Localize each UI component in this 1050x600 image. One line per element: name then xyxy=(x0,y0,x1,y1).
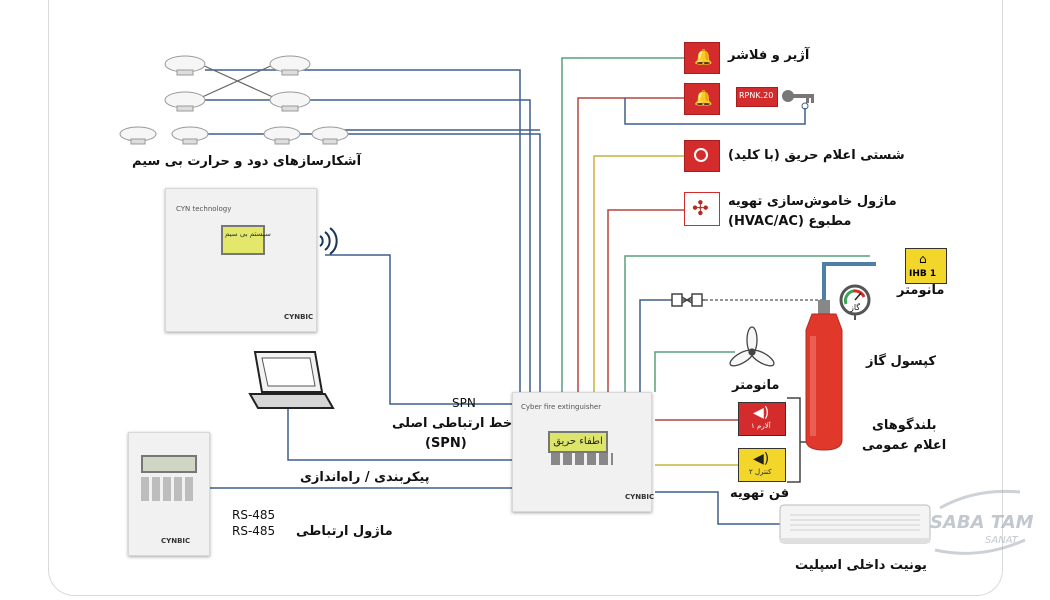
laptop-icon xyxy=(248,351,335,409)
label-spn: SPN xyxy=(452,396,476,410)
main-panel-header: Cyber fire extinguisher xyxy=(521,403,602,411)
label-hvac-module-line2: مطبوع (HVAC/AC) xyxy=(728,214,852,229)
label-fan: فن تهویه xyxy=(730,486,790,501)
main-panel-screen: اطفاء حریق xyxy=(548,431,608,453)
wire-split xyxy=(655,491,780,525)
key-icon xyxy=(782,90,814,103)
solenoid-valve-icon xyxy=(671,293,703,307)
fan-icon: ✣ xyxy=(692,196,709,220)
main-panel-buttons xyxy=(551,453,613,465)
wire-ihb xyxy=(624,255,870,392)
main-panel-screen-text: اطفاء حریق xyxy=(553,436,603,447)
label-wireless-detectors: آشکارسازهای دود و حرارت بی سیم xyxy=(132,154,362,169)
smoke-detector-icon xyxy=(269,55,311,76)
wire-siren-2 xyxy=(577,97,684,392)
wire-siren xyxy=(561,57,684,392)
label-rs485-line2: RS-485 xyxy=(232,524,276,538)
wireless-panel-screen-text: سیستم بی سیم xyxy=(225,230,271,238)
gas-cylinder-icon xyxy=(805,300,843,451)
smoke-detector-icon xyxy=(164,91,206,112)
smoke-detector-icon xyxy=(164,55,206,76)
smoke-detectors xyxy=(119,55,349,145)
diagram-frame xyxy=(48,0,1003,596)
rs485-panel-buttons xyxy=(141,477,195,501)
rs485-panel-screen xyxy=(141,455,197,473)
warning-icon: ⌂ xyxy=(919,252,927,266)
wireless-panel-logo: CYNBIC xyxy=(284,313,314,321)
speaker-control-label: کنترل ۲ xyxy=(749,468,772,476)
label-siren-flasher: آژیر و فلاشر xyxy=(728,48,810,63)
wire-detector-1 xyxy=(205,69,521,392)
gauge-text: گاز xyxy=(850,303,861,312)
label-pressure-gauge-fan: مانومتر xyxy=(732,378,780,393)
wireless-signal-icon xyxy=(319,227,338,255)
manual-call-point-device xyxy=(684,140,720,172)
label-split-unit: یونیت داخلی اسپلیت xyxy=(795,558,927,573)
key-switch-label: RPNK.20 xyxy=(739,91,774,100)
bracket-speakers xyxy=(787,397,801,483)
wire-call-point xyxy=(593,155,684,392)
wire-key xyxy=(624,98,806,125)
main-panel-logo: CYNBIC xyxy=(625,493,655,501)
heat-detector-icon xyxy=(171,126,209,145)
main-fire-extinguishing-panel: Cyber fire extinguisher اطفاء حریق CYNBI… xyxy=(512,392,655,512)
label-config: پیکربندی / راه‌اندازی xyxy=(300,470,430,485)
bell-icon: 🔔 xyxy=(694,89,713,107)
gas-pipe xyxy=(822,262,876,300)
label-speakers-line2: اعلام عمومی xyxy=(862,438,947,453)
hvac-fan-device: ✣ xyxy=(684,192,720,226)
label-manual-call-point: شستی اعلام حریق (با کلید) xyxy=(728,148,905,163)
smoke-detector-icon xyxy=(269,91,311,112)
rs485-panel-logo: CYNBIC xyxy=(161,537,191,545)
wire-fan-top xyxy=(654,351,735,392)
heat-detector-icon xyxy=(263,126,301,145)
ihb-warning-sign: ⌂ IHB 1 xyxy=(905,248,947,284)
label-hvac-module-line1: ماژول خاموش‌سازی تهویه xyxy=(728,194,897,209)
speaker-icon: ◀) xyxy=(753,405,770,421)
label-speakers-line1: بلندگوهای xyxy=(872,418,937,433)
rs485-module-panel: CYNBIC xyxy=(128,432,210,556)
cross-wire-2 xyxy=(199,63,276,99)
speaker-alarm-label: آلارم ۱ xyxy=(751,422,771,430)
call-point-button-icon xyxy=(694,148,708,162)
split-ac-unit-icon xyxy=(779,504,931,544)
label-pressure-gauge-top: مانومتر xyxy=(897,283,945,298)
watermark-line2: SANAT xyxy=(985,535,1018,546)
label-rs485-top: RS-485 xyxy=(232,508,276,522)
siren-device: 🔔 xyxy=(684,42,720,74)
label-main-comm-line2: (SPN) xyxy=(425,436,467,451)
label-gas-capsule: کپسول گاز xyxy=(866,354,936,369)
speaker-alarm: ◀) آلارم ۱ xyxy=(738,402,786,436)
label-main-comm-line1: خط ارتباطی اصلی xyxy=(392,416,513,431)
speaker-icon: ◀) xyxy=(753,451,770,467)
key-connector-icon xyxy=(801,102,809,110)
watermark-line1: SABA TAM xyxy=(930,512,1034,533)
wire-spn xyxy=(325,254,512,405)
wire-hvac xyxy=(607,209,684,392)
speaker-control: ◀) کنترل ۲ xyxy=(738,448,786,482)
wireless-control-panel: CYN technology سیستم بی سیم CYNBIC xyxy=(165,188,317,332)
flasher-device: 🔔 xyxy=(684,83,720,115)
exhaust-fan-icon xyxy=(729,326,775,367)
watermark-logo xyxy=(934,489,1026,555)
wireless-panel-header: CYN technology xyxy=(176,205,232,213)
wire-valve xyxy=(639,299,670,392)
ihb-label: IHB 1 xyxy=(909,269,937,279)
wire-laptop xyxy=(287,408,512,461)
heat-detector-icon xyxy=(119,126,157,145)
bell-icon: 🔔 xyxy=(694,48,713,66)
label-rs485-line1: ماژول ارتباطی xyxy=(296,524,393,539)
key-switch-device: RPNK.20 xyxy=(736,87,778,107)
wireless-panel-screen: سیستم بی سیم xyxy=(221,225,271,255)
heat-detector-icon xyxy=(311,126,349,145)
pressure-gauge-icon xyxy=(839,284,871,316)
wire-detector-2 xyxy=(205,99,531,392)
